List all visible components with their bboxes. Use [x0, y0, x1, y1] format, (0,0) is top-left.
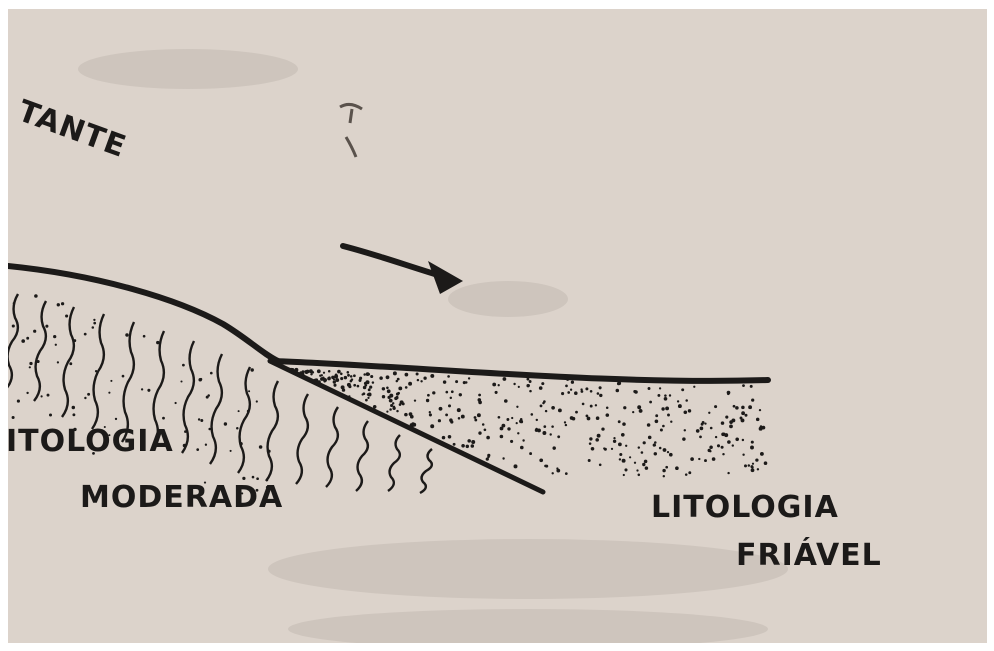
- label-right-line1: LITOLOGIA: [651, 490, 839, 525]
- label-top-left: TANTE: [13, 94, 131, 165]
- paper-smudges: [78, 49, 788, 643]
- arrow-right-icon: [343, 246, 463, 294]
- geology-diagram: TANTE ITOLOGIA MODERADA LITOLOGIA FRIÁVE…: [8, 9, 987, 643]
- friable-layer-surface: [273, 361, 768, 381]
- label-right-line2: FRIÁVEL: [736, 537, 882, 573]
- label-left-line1: ITOLOGIA: [8, 424, 174, 459]
- moderate-layer-surface: [8, 266, 278, 361]
- scanned-page: TANTE ITOLOGIA MODERADA LITOLOGIA FRIÁVE…: [8, 9, 987, 643]
- label-left-line2: MODERADA: [80, 480, 283, 515]
- ink-mark: [340, 104, 362, 157]
